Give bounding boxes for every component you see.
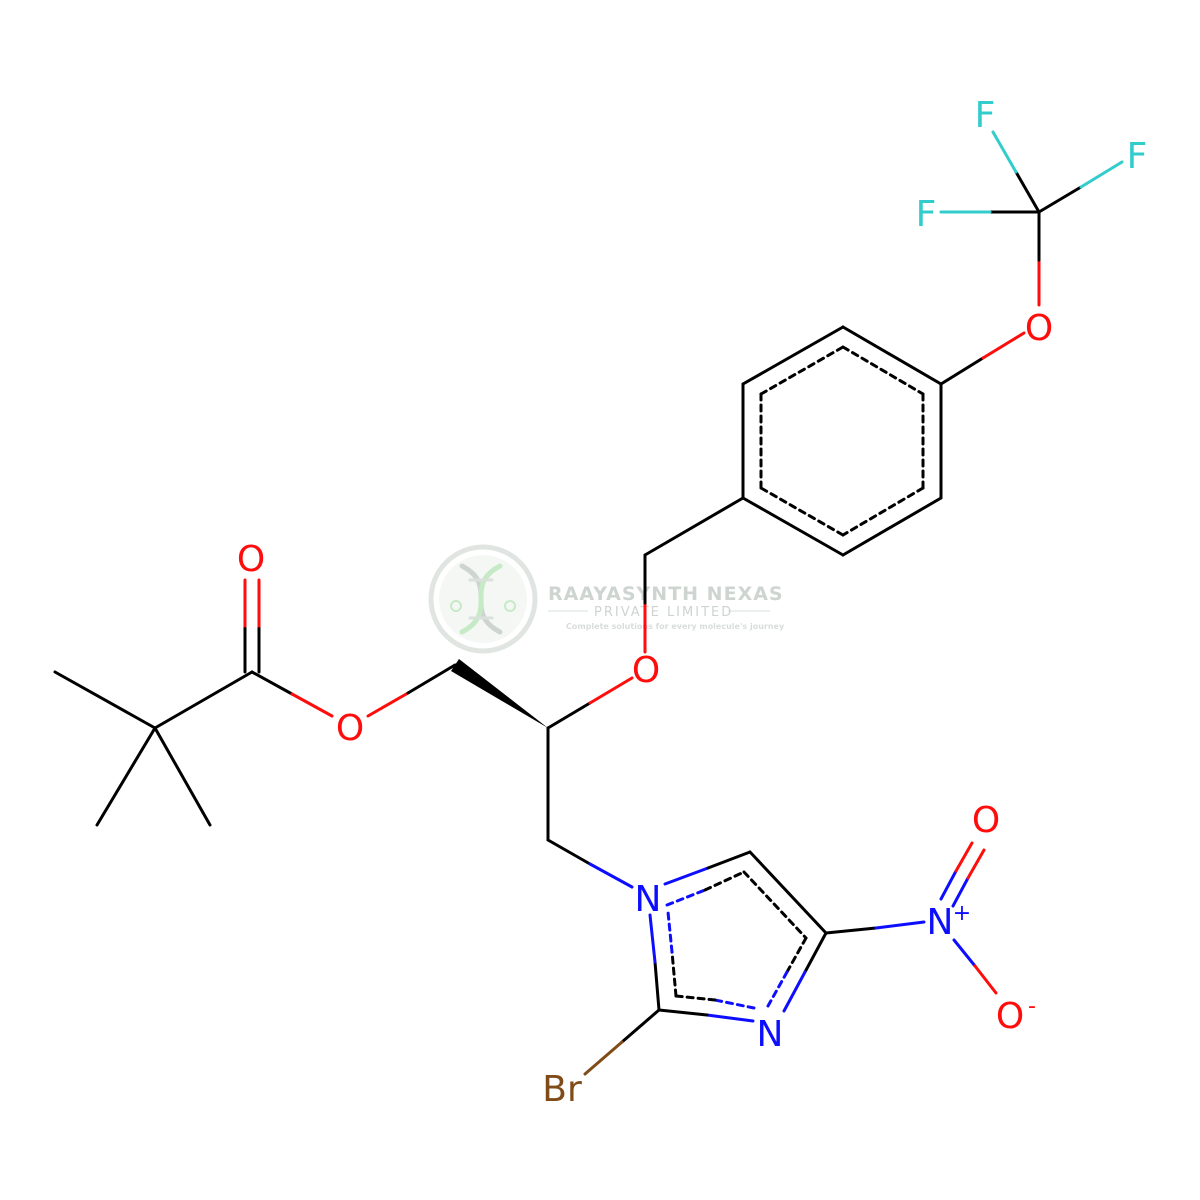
bond-carbonyl-oxygen [250, 670, 294, 696]
atom-n-nitro: N [927, 902, 954, 943]
bond-c2-br [620, 1008, 661, 1044]
bond-c2-n1 [653, 960, 661, 1012]
bond-methyl-1 [53, 670, 157, 730]
bond-ring-oxygen-red [981, 331, 1026, 360]
bond-c2-br-brown [583, 1040, 624, 1076]
bond-nitro-o-double-b-red [966, 848, 986, 880]
bond-c4-nitro-blue [874, 920, 926, 930]
atom-f-right: F [1127, 136, 1148, 177]
bond-methyl-3 [153, 726, 212, 827]
bond-ch-o-ether [546, 701, 592, 730]
watermark-logo-circle [428, 544, 538, 654]
bond-n3-c2-blue [705, 1013, 755, 1023]
atom-br: Br [542, 1069, 582, 1110]
bond-ring-5 [841, 496, 943, 557]
aromatic-ring-dashes [759, 345, 925, 537]
watermark-subtitle: PRIVATE LIMITED [594, 605, 733, 620]
bonds [53, 130, 1124, 1076]
charge-minus: - [1028, 994, 1036, 1019]
bond-ring-oxygen [939, 356, 985, 386]
bond-n1-c5 [706, 850, 752, 870]
dna-helix-icon [450, 563, 516, 635]
bond-c4-nitro [824, 926, 878, 935]
charge-plus: + [953, 901, 971, 926]
bond-ch-o-ether-red [588, 676, 634, 705]
bond-n1-c5-blue [663, 866, 710, 886]
atom-o-ester: O [336, 708, 364, 749]
bond-nitro-o-double-a-blue [939, 869, 958, 901]
bond-benzyl-ring [643, 496, 745, 557]
atom-f-top: F [975, 95, 996, 136]
atom-o-aryl: O [1025, 308, 1053, 349]
bond-quaternary-carbonyl [153, 670, 254, 730]
bond-carbonyl-oxygen-red [290, 692, 334, 718]
atom-o-nitro-minus: O [996, 996, 1024, 1037]
atom-n3-imidazole: N [757, 1014, 784, 1055]
bond-ring-6 [741, 496, 845, 557]
watermark-tagline: Complete solutions for every molecule's … [566, 622, 785, 631]
bond-c5-c4 [748, 850, 828, 935]
atom-f-left: F [916, 194, 937, 235]
bond-c-f-right [1037, 185, 1083, 214]
bond-nitro-o-double-a-red [954, 841, 974, 873]
bond-c2-n1-blue [648, 913, 657, 964]
bond-wedge-stereo [451, 659, 548, 728]
imidazole-aromatic-dashes [665, 870, 808, 1010]
bond-methyl-2 [95, 726, 157, 827]
bond-ester-o-ch2-red [366, 691, 410, 718]
watermark: RAAYASYNTH NEXAS PRIVATE LIMITED Complet… [428, 544, 785, 654]
bond-n3-c2 [657, 1008, 709, 1017]
bond-c4-n3 [803, 931, 828, 974]
bond-nitro-o-double-b-blue [951, 876, 970, 908]
bond-ch2-n1 [546, 838, 592, 866]
bond-ch2-n1-blue [588, 862, 634, 889]
bond-ester-o-ch2 [406, 663, 457, 695]
bond-c-f-top [1014, 170, 1041, 214]
bond-c4-n3-blue [782, 970, 807, 1013]
bond-nitro-o-minus-blue [952, 938, 977, 968]
atom-o-nitro-double: O [972, 800, 1000, 841]
atom-o-carbonyl: O [237, 539, 265, 580]
bond-c-f-right-cyan [1079, 160, 1124, 189]
watermark-company: RAAYASYNTH NEXAS [548, 583, 784, 605]
bond-nitro-o-minus-red [973, 964, 998, 995]
atom-labels: O O O O F F F N N N + O O - Br [237, 95, 1148, 1110]
atom-o-ether: O [632, 650, 660, 691]
atom-n1-imidazole: N [635, 879, 662, 920]
bond-ring-2 [741, 325, 845, 386]
bond-c-f-top-cyan [991, 130, 1018, 174]
bond-ring-3 [841, 325, 943, 386]
